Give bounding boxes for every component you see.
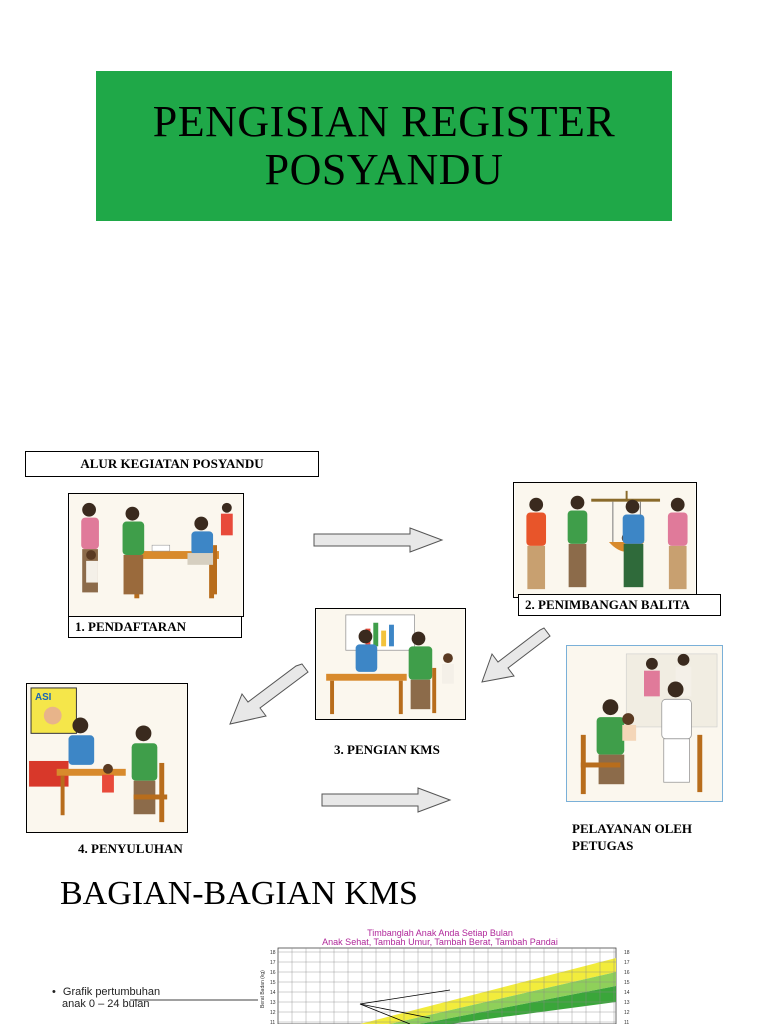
kms-caption: • Grafik pertumbuhan anak 0 – 24 bulan bbox=[52, 986, 160, 1010]
kms-y-tick-label: 18 bbox=[270, 950, 276, 956]
arrow-down-left-icon bbox=[481, 627, 551, 683]
title-line-2: POSYANDU bbox=[264, 145, 504, 194]
flow-heading: ALUR KEGIATAN POSYANDU bbox=[25, 451, 319, 477]
kms-y-tick-label: 12 bbox=[270, 1010, 276, 1016]
step-1-label: 1. PENDAFTARAN bbox=[68, 616, 242, 638]
kms-heading: BAGIAN-BAGIAN KMS bbox=[60, 875, 418, 912]
step-3-label: 3. PENGIAN KMS bbox=[334, 742, 440, 757]
health-service-illustration bbox=[566, 645, 723, 802]
kms-y-tick-label: 15 bbox=[624, 980, 630, 986]
kms-y-tick-label: 11 bbox=[270, 1020, 275, 1024]
arrow-down-left-2-icon bbox=[229, 663, 309, 725]
step-5-line-1: PELAYANAN OLEH bbox=[572, 821, 693, 836]
svg-text:ASI: ASI bbox=[35, 692, 52, 703]
step-4-label: 4. PENYULUHAN bbox=[78, 841, 183, 856]
kms-y-tick-label: 14 bbox=[270, 990, 276, 996]
kms-y-tick-label: 12 bbox=[624, 1010, 630, 1016]
kms-band-dark-green bbox=[420, 986, 616, 1024]
step-5-label: PELAYANAN OLEH PETUGAS bbox=[572, 820, 692, 854]
counseling-illustration: ASI bbox=[26, 683, 188, 833]
kms-chart-title-1: Timbanglah Anak Anda Setiap Bulan bbox=[367, 928, 513, 938]
step-1-text: 1. PENDAFTARAN bbox=[75, 619, 186, 634]
flow-heading-text: ALUR KEGIATAN POSYANDU bbox=[80, 456, 264, 471]
kms-y-tick-label: 18 bbox=[624, 950, 630, 956]
registration-illustration bbox=[68, 493, 244, 617]
kms-y-tick-label: 16 bbox=[270, 970, 276, 976]
step-2-text: 2. PENIMBANGAN BALITA bbox=[525, 597, 690, 612]
kms-chart-title-2: Anak Sehat, Tambah Umur, Tambah Berat, T… bbox=[322, 937, 558, 947]
kms-y-tick-label: 13 bbox=[624, 1000, 630, 1006]
arrow-right-icon bbox=[313, 527, 444, 553]
arrow-right-2-icon bbox=[321, 787, 452, 813]
kms-y-tick-label: 17 bbox=[270, 960, 276, 966]
kms-y-tick-label: 14 bbox=[624, 990, 630, 996]
kms-y-tick-label: 15 bbox=[270, 980, 276, 986]
kms-y-tick-label: 16 bbox=[624, 970, 630, 976]
kms-caption-line-1: Grafik pertumbuhan bbox=[62, 986, 161, 998]
kms-filling-illustration bbox=[315, 608, 466, 720]
title-banner: PENGISIAN REGISTER POSYANDU bbox=[96, 71, 672, 221]
title-line-1: PENGISIAN REGISTER bbox=[152, 97, 616, 146]
kms-grid: 18 18 17 17 16 16 15 15 14 14 13 13 12 12 11 11 bbox=[270, 948, 630, 1026]
kms-band-light-green bbox=[390, 972, 616, 1024]
kms-y-axis-label: Berat Badan (kg) bbox=[260, 970, 266, 1008]
step-5-line-2: PETUGAS bbox=[572, 838, 634, 853]
kms-y-tick-label: 13 bbox=[270, 1000, 276, 1006]
kms-caption-line-2: anak 0 – 24 bulan bbox=[62, 998, 150, 1010]
kms-y-tick-label: 11 bbox=[624, 1020, 629, 1024]
kms-growth-chart: Timbanglah Anak Anda Setiap Bulan Anak S… bbox=[240, 928, 640, 1026]
bullet-icon: • bbox=[52, 986, 56, 998]
kms-caption-pointer bbox=[130, 999, 258, 1001]
weighing-illustration bbox=[513, 482, 697, 598]
kms-y-tick-label: 17 bbox=[624, 960, 630, 966]
step-2-label: 2. PENIMBANGAN BALITA bbox=[518, 594, 721, 616]
